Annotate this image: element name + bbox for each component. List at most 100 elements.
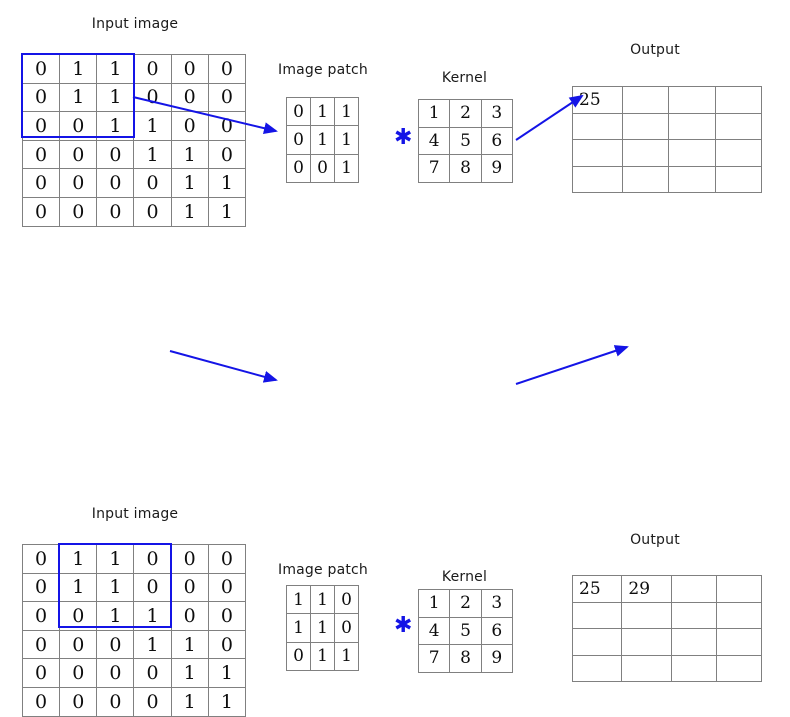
input-image-cell: 1: [133, 629, 172, 660]
input-image-cell: 1: [207, 196, 247, 227]
output-cell: [668, 139, 716, 167]
input-image-cell: 1: [170, 629, 209, 660]
output-cell: [714, 86, 763, 114]
output-cell: [714, 112, 763, 140]
input-image-cell: 1: [170, 686, 209, 717]
input-image-cell: 0: [21, 572, 61, 603]
input-image-cell: 0: [21, 629, 61, 660]
input-image-cell: 0: [96, 658, 135, 688]
image-patch-cell: 0: [286, 641, 311, 671]
input-image-cell: 0: [21, 658, 61, 688]
convolution-operator-icon: ✱: [394, 125, 413, 150]
input-image-cell: 0: [96, 139, 135, 170]
input-image-cell: 0: [21, 139, 61, 170]
output-cell: [621, 601, 672, 629]
input-image-cell: 1: [133, 111, 172, 141]
input-image-cell: 0: [21, 111, 61, 141]
input-image-cell: 0: [21, 54, 61, 84]
kernel-label: Kernel: [441, 569, 488, 585]
output-cell: [621, 654, 672, 682]
input-image-cell: 0: [207, 111, 247, 141]
input-image-cell: 1: [96, 601, 135, 631]
input-image-cell: 0: [21, 686, 61, 717]
input-image-cell: 0: [59, 139, 98, 170]
input-image-cell: 0: [207, 629, 247, 660]
kernel-cell: 1: [417, 589, 451, 618]
output-cell: [571, 112, 624, 140]
output-cell: [715, 601, 763, 629]
input-image-cell: 1: [133, 139, 172, 170]
kernel-cell: 5: [449, 126, 482, 156]
kernel-cell: 2: [449, 99, 482, 128]
input-image-cell: 0: [21, 601, 61, 631]
image-patch-cell: 1: [310, 613, 335, 643]
image-patch-cell: 1: [286, 613, 311, 643]
input-image-cell: 0: [207, 601, 247, 631]
input-image-cell: 0: [133, 572, 172, 603]
image-patch-cell: 0: [286, 153, 311, 183]
output-row: [571, 628, 763, 656]
input-image-cell: 0: [170, 54, 209, 84]
kernel-cell: 4: [417, 126, 451, 156]
image-patch-cell: 0: [334, 613, 359, 643]
image-patch-cell: 1: [310, 125, 335, 155]
output-cell: [715, 628, 763, 656]
input-image-cell: 1: [96, 544, 135, 574]
output-cell: [621, 628, 672, 656]
kernel-cell: 3: [480, 589, 514, 618]
image-patch-cell: 1: [334, 125, 359, 155]
kernel-cell: 9: [480, 644, 514, 673]
input-image-cell: 0: [21, 196, 61, 227]
input-image-cell: 0: [133, 168, 172, 198]
input-image-cell: 1: [170, 168, 209, 198]
input-image-cell: 0: [96, 168, 135, 198]
output-cell: [715, 575, 763, 603]
image-patch-cell: 1: [334, 641, 359, 671]
kernel-cell: 7: [417, 154, 451, 183]
input-image-cell: 0: [133, 544, 172, 574]
input-image-cell: 1: [170, 658, 209, 688]
input-image-cell: 1: [59, 54, 98, 84]
kernel-cell: 1: [417, 99, 451, 128]
output-cell: 25: [571, 86, 624, 114]
output-row: [571, 601, 763, 629]
output-row: 25: [571, 86, 763, 114]
input-image-cell: 1: [133, 601, 172, 631]
input-image-cell: 0: [133, 686, 172, 717]
input-image-cell: 0: [59, 686, 98, 717]
image-patch-label: Image patch: [277, 562, 369, 578]
kernel-cell: 6: [480, 616, 514, 646]
image-patch-cell: 0: [334, 584, 359, 615]
image-patch-cell: 1: [310, 584, 335, 615]
image-patch-cell: 1: [334, 96, 359, 127]
output-cell: [622, 86, 670, 114]
kernel-cell: 8: [449, 644, 482, 673]
input-image-cell: 0: [59, 601, 98, 631]
kernel-cell: 2: [449, 589, 482, 618]
kernel-cell: 3: [480, 99, 514, 128]
input-image-cell: 1: [59, 572, 98, 603]
input-image-cell: 0: [21, 168, 61, 198]
input-image-cell: 1: [207, 658, 247, 688]
input-image-cell: 0: [207, 82, 247, 113]
output-label: Output: [630, 532, 680, 548]
input-image-cell: 1: [96, 54, 135, 84]
convolution-operator-icon: ✱: [394, 613, 413, 638]
input-image-cell: 1: [207, 168, 247, 198]
